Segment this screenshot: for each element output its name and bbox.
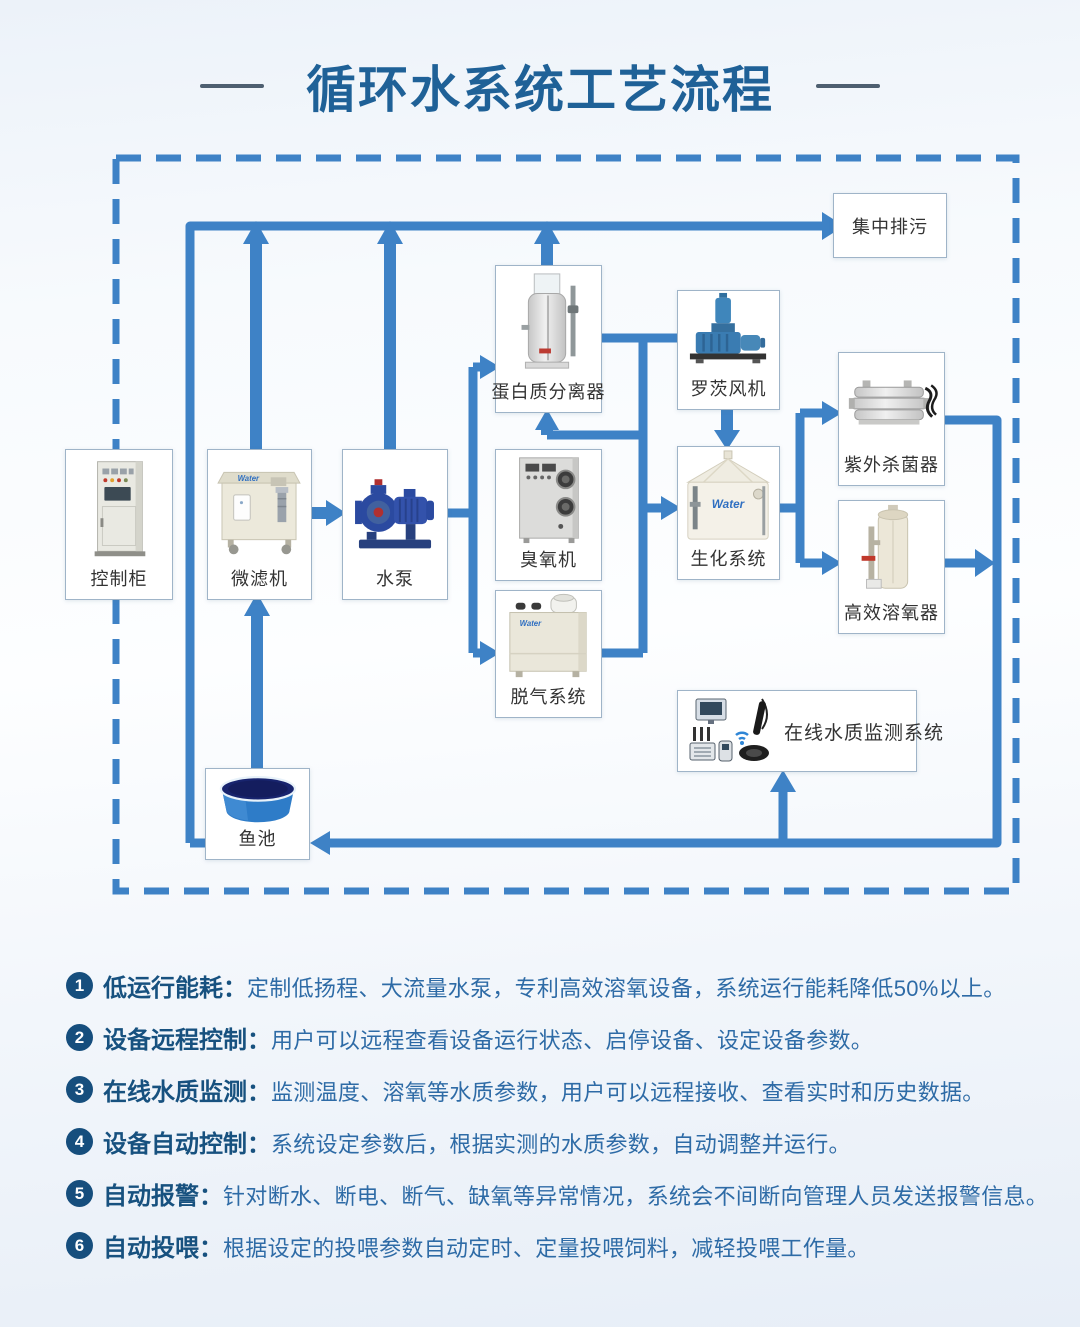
feature-item: 5 自动报警：针对断水、断电、断气、缺氧等异常情况，系统会不间断向管理人员发送报… [66, 1176, 1048, 1211]
node-fish-pond: 鱼池 [205, 768, 310, 860]
node-uv-sterilizer: 紫外杀菌器 [838, 352, 945, 486]
water-pump-icon [355, 479, 434, 549]
brand-logo-text: Water [520, 619, 543, 628]
brand-logo-text: Water [238, 474, 260, 483]
feature-item: 1 低运行能耗：定制低扬程、大流量水泵，专利高效溶氧设备，系统运行能耗降低50%… [66, 968, 1048, 1003]
node-label: 紫外杀菌器 [844, 455, 939, 475]
node-label: 鱼池 [238, 829, 277, 849]
node-label: 高效溶氧器 [844, 603, 939, 623]
fish-pond-icon [219, 776, 297, 823]
feature-text-line: 设备自动控制：系统设定参数后，根据实测的水质参数，自动调整并运行。 [103, 1124, 851, 1159]
feature-description: 系统设定参数后，根据实测的水质参数，自动调整并运行。 [271, 1132, 851, 1157]
feature-label: 设备自动控制： [103, 1131, 271, 1158]
uv-sterilizer-icon [848, 380, 938, 425]
feature-description: 用户可以远程查看设备运行状态、启停设备、设定设备参数。 [271, 1028, 874, 1053]
node-label: 微滤机 [231, 569, 288, 589]
feature-label: 自动投喂： [103, 1235, 223, 1262]
node-label: 臭氧机 [520, 550, 577, 570]
node-label: 生化系统 [690, 549, 767, 569]
feature-text-line: 自动报警：针对断水、断电、断气、缺氧等异常情况，系统会不间断向管理人员发送报警信… [103, 1176, 1048, 1211]
node-label: 罗茨风机 [690, 379, 767, 399]
feature-label: 设备远程控制： [103, 1027, 271, 1054]
water-quality-monitor-icon [689, 698, 769, 762]
protein-separator-icon [521, 273, 579, 369]
degassing-system-icon: Water [509, 593, 587, 678]
feature-text-line: 低运行能耗：定制低扬程、大流量水泵，专利高效溶氧设备，系统运行能耗降低50%以上… [103, 968, 1006, 1003]
node-central-drain: 集中排污 [833, 193, 947, 258]
feature-description: 定制低扬程、大流量水泵，专利高效溶氧设备，系统运行能耗降低50%以上。 [247, 976, 1006, 1001]
brand-logo-text: Water [712, 498, 746, 511]
feature-number-badge: 2 [66, 1024, 93, 1051]
page-title: 循环水系统工艺流程 [306, 62, 774, 118]
oxygen-dissolver-icon [861, 504, 909, 589]
node-oxygen-dissolver: 高效溶氧器 [838, 500, 945, 634]
bio-system-tank-icon: Water [686, 450, 770, 540]
node-protein-separator: 蛋白质分离器 [492, 265, 605, 413]
node-label: 集中排污 [852, 216, 928, 237]
title-row: 循环水系统工艺流程 [0, 50, 1080, 122]
microfilter-icon: Water [217, 471, 301, 555]
feature-description: 监测温度、溶氧等水质参数，用户可以远程接收、查看实时和历史数据。 [271, 1080, 985, 1105]
feature-item: 6 自动投喂：根据设定的投喂参数自动定时、定量投喂饲料，减轻投喂工作量。 [66, 1228, 1048, 1263]
roots-blower-icon [689, 292, 767, 364]
node-microfilter: Water 微滤机 [207, 449, 312, 600]
node-roots-blower: 罗茨风机 [677, 290, 780, 410]
node-bio-system: Water 生化系统 [677, 446, 780, 580]
feature-item: 4 设备自动控制：系统设定参数后，根据实测的水质参数，自动调整并运行。 [66, 1124, 1048, 1159]
title-dash-right-icon [816, 84, 880, 88]
feature-number-badge: 5 [66, 1180, 93, 1207]
feature-text-line: 设备远程控制：用户可以远程查看设备运行状态、启停设备、设定设备参数。 [103, 1020, 873, 1055]
node-label: 蛋白质分离器 [491, 382, 606, 402]
node-label: 控制柜 [90, 569, 148, 589]
node-control-cabinet: 控制柜 [65, 449, 173, 600]
control-cabinet-icon [94, 461, 146, 557]
node-degassing-system: Water 脱气系统 [495, 590, 602, 718]
feature-label: 自动报警： [103, 1183, 223, 1210]
node-pump: 水泵 [342, 449, 448, 600]
feature-number-badge: 6 [66, 1232, 93, 1259]
feature-item: 3 在线水质监测：监测温度、溶氧等水质参数，用户可以远程接收、查看实时和历史数据… [66, 1072, 1048, 1107]
feature-label: 在线水质监测： [103, 1079, 271, 1106]
feature-text-line: 自动投喂：根据设定的投喂参数自动定时、定量投喂饲料，减轻投喂工作量。 [103, 1228, 870, 1263]
feature-description: 根据设定的投喂参数自动定时、定量投喂饲料，减轻投喂工作量。 [223, 1236, 870, 1261]
node-label: 在线水质监测系统 [784, 722, 945, 744]
node-ozone-machine: 臭氧机 [495, 449, 602, 581]
node-water-quality-monitor: 在线水质监测系统 [677, 690, 943, 772]
feature-number-badge: 4 [66, 1128, 93, 1155]
feature-item: 2 设备远程控制：用户可以远程查看设备运行状态、启停设备、设定设备参数。 [66, 1020, 1048, 1055]
feature-list: 1 低运行能耗：定制低扬程、大流量水泵，专利高效溶氧设备，系统运行能耗降低50%… [66, 968, 1048, 1263]
node-label: 水泵 [376, 569, 414, 589]
feature-description: 针对断水、断电、断气、缺氧等异常情况，系统会不间断向管理人员发送报警信息。 [223, 1184, 1049, 1209]
title-dash-left-icon [200, 84, 264, 88]
feature-label: 低运行能耗： [103, 975, 247, 1002]
feature-text-line: 在线水质监测：监测温度、溶氧等水质参数，用户可以远程接收、查看实时和历史数据。 [103, 1072, 985, 1107]
feature-number-badge: 3 [66, 1076, 93, 1103]
ozone-machine-icon [519, 457, 579, 544]
node-label: 脱气系统 [510, 687, 587, 707]
feature-number-badge: 1 [66, 972, 93, 999]
